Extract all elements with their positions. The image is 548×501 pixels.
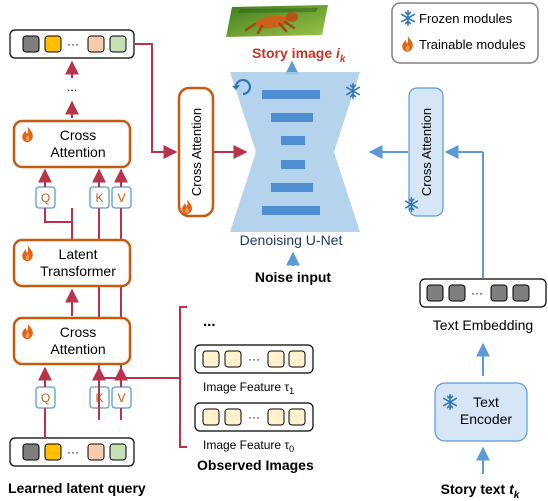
right-cross-attention: Cross Attention bbox=[404, 87, 444, 217]
middle-cross-attention: Cross Attention bbox=[177, 86, 215, 218]
refresh-icon bbox=[234, 78, 252, 96]
observed-images-label: Observed Images bbox=[197, 457, 314, 473]
feature-cell bbox=[288, 408, 306, 426]
feature-cell bbox=[224, 408, 242, 426]
token-cell bbox=[512, 284, 530, 302]
token-cell bbox=[87, 35, 105, 53]
token-cell bbox=[44, 35, 62, 53]
svg-text:···: ··· bbox=[67, 445, 79, 459]
feature-cell bbox=[224, 350, 242, 368]
token-cell bbox=[426, 284, 444, 302]
legend: Frozen modules Trainable modules bbox=[391, 2, 539, 64]
story-image-label: Story image ik bbox=[252, 45, 346, 65]
text-embedding-label: Text Embedding bbox=[433, 317, 533, 333]
noise-input-label: Noise input bbox=[255, 269, 332, 285]
token-cell bbox=[22, 443, 40, 461]
feature-cell bbox=[288, 350, 306, 368]
connector bbox=[98, 377, 152, 408]
unet-layer bbox=[281, 136, 305, 145]
q-label: Q bbox=[41, 391, 50, 405]
token-cell bbox=[44, 443, 62, 461]
features-dots: ... bbox=[203, 313, 216, 330]
connector bbox=[44, 208, 73, 239]
token-cell bbox=[490, 284, 508, 302]
image-feature-1: ··· bbox=[194, 344, 314, 374]
svg-text:···: ··· bbox=[248, 352, 260, 366]
middle-cross-attention-label: Cross Attention bbox=[189, 108, 204, 196]
right-cross-attention-label: Cross Attention bbox=[419, 108, 434, 196]
observed-images-bracket bbox=[179, 306, 187, 448]
bottom-qkv: Q K V bbox=[35, 386, 132, 409]
legend-trainable-label: Trainable modules bbox=[419, 37, 526, 52]
v-label: V bbox=[117, 191, 125, 205]
token-cell bbox=[109, 35, 127, 53]
token-cell bbox=[109, 443, 127, 461]
svg-text:···: ··· bbox=[248, 410, 260, 424]
feature-cell bbox=[202, 408, 220, 426]
svg-text:···: ··· bbox=[471, 286, 483, 300]
unet-layer bbox=[281, 160, 305, 169]
k-label: K bbox=[95, 191, 103, 205]
feature-cell bbox=[202, 350, 220, 368]
learned-latent-query-label: Learned latent query bbox=[8, 480, 146, 496]
output-query-tokens: ··· bbox=[9, 29, 135, 59]
top-qkv: Q K V bbox=[35, 186, 132, 209]
image-feature-0-label: Image Feature τ0 bbox=[203, 438, 294, 454]
denoising-unet: Denoising U-Net bbox=[230, 72, 361, 248]
unet-layer bbox=[271, 183, 313, 192]
v-label: V bbox=[117, 391, 125, 405]
token-cell bbox=[87, 443, 105, 461]
unet-label: Denoising U-Net bbox=[240, 232, 343, 248]
feature-cell bbox=[267, 408, 285, 426]
layer-dots: ... bbox=[67, 79, 78, 94]
feature-cell bbox=[267, 350, 285, 368]
image-feature-1-label: Image Feature τ1 bbox=[203, 380, 294, 396]
story-image-thumbnail bbox=[226, 5, 328, 37]
image-feature-0: ··· bbox=[194, 402, 314, 432]
q-label: Q bbox=[41, 191, 50, 205]
query-to-ca-arrow bbox=[135, 43, 178, 159]
svg-text:···: ··· bbox=[67, 37, 79, 51]
token-cell bbox=[22, 35, 40, 53]
token-cell bbox=[448, 284, 466, 302]
unet-layer bbox=[271, 113, 313, 122]
unet-layer bbox=[262, 90, 320, 99]
story-text-label: Story text tk bbox=[441, 481, 520, 501]
unet-layer bbox=[262, 206, 320, 215]
text-embedding-tokens: ··· bbox=[419, 278, 547, 308]
learned-query-tokens: ··· bbox=[9, 437, 135, 467]
legend-frozen-label: Frozen modules bbox=[419, 11, 513, 26]
